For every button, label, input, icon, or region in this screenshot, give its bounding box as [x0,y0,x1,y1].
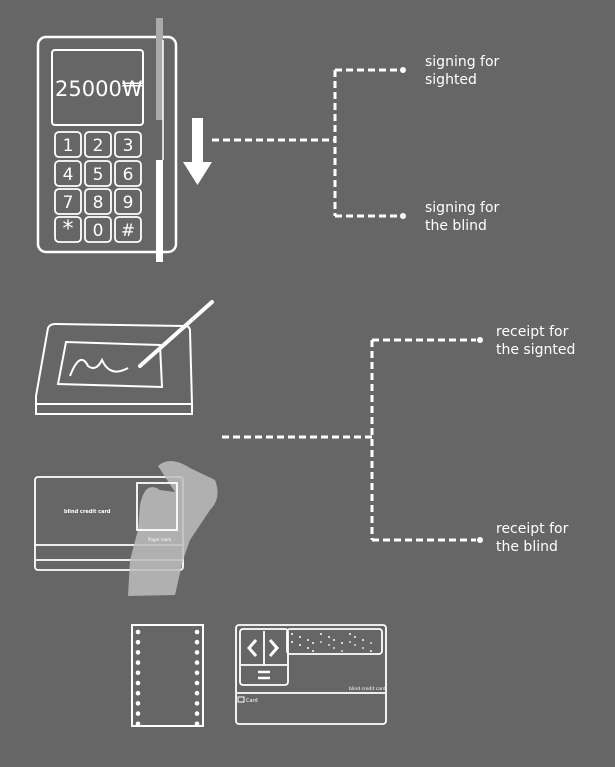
key-button [114,188,142,215]
left-chevron-icon [247,639,258,657]
key-button [54,216,82,243]
braille-receipt [131,624,204,727]
key-button [114,160,142,187]
braille-dot [194,711,200,716]
card-slot-top [156,18,163,120]
stylus [138,300,214,368]
key-label: # [121,221,135,241]
braille-dot [291,633,293,635]
braille-dot [307,647,309,649]
braille-dot [312,650,314,652]
signature-pad [35,322,194,415]
card-title: blind credit card [64,509,111,515]
key-label: 5 [93,165,104,185]
braille-dot [194,701,200,706]
key-button [54,188,82,215]
braille-dot [135,670,141,676]
braille-dot [194,639,200,645]
key-label: 2 [93,136,104,156]
braille-dot [333,647,335,649]
braille-dot [135,650,141,655]
braille-dot [194,690,200,696]
braille-dot [194,629,200,635]
key-label: 8 [93,193,104,213]
braille-dot [299,636,301,638]
braille-dot [135,639,141,645]
braille-dot [194,670,200,676]
braille-dot [194,680,200,686]
braille-dot [135,701,141,706]
braille-dot [349,641,351,643]
braille-dot [320,641,322,643]
finger-mark-label: finger mark [148,537,172,542]
key-label: 9 [123,193,134,213]
braille-dot [320,633,322,635]
braille-dot [194,650,200,655]
key-label: * [63,217,74,242]
braille-dot [307,639,309,641]
braille-dot [328,644,330,646]
braille-dot [370,642,372,644]
braille-dot [135,721,141,727]
braille-dot [362,639,364,641]
card-slot-bottom [156,160,163,262]
braille-dot [328,636,330,638]
braille-dot [349,633,351,635]
braille-dot [341,642,343,644]
key-button [54,160,82,187]
braille-dot [135,629,141,635]
key-button [54,131,82,158]
braille-dot [299,644,301,646]
braille-dot [135,690,141,696]
braille-dot [312,642,314,644]
key-button [114,216,142,243]
payment-terminal [36,35,178,254]
braille-dot [354,644,356,646]
receipt-connector [222,338,476,542]
braille-dot [135,711,141,716]
right-chevron-icon [268,639,279,657]
key-label: 6 [123,165,134,185]
hand [128,460,218,596]
braille-dot [341,650,343,652]
key-button [84,131,112,158]
braille-card [235,624,387,725]
key-label: 1 [63,136,74,156]
braille-dot [333,639,335,641]
key-button [84,216,112,243]
braille-dot [370,650,372,652]
signing-connector [212,68,398,218]
key-button [84,188,112,215]
braille-dot [194,721,200,727]
braille-dot [354,636,356,638]
braille-dot [194,660,200,665]
braille-dot [135,680,141,686]
braille-card-brand: blind credit card [349,686,386,692]
card-slot-label: Card [246,698,258,704]
braille-dot [135,660,141,665]
key-label: 7 [63,193,74,213]
braille-dot [362,647,364,649]
key-button [114,131,142,158]
braille-dot [291,641,293,643]
key-button [84,160,112,187]
terminal-amount: 25000₩ [55,77,143,101]
key-label: 3 [123,136,134,156]
down-arrow-icon [183,118,212,185]
key-label: 4 [63,165,74,185]
key-label: 0 [93,221,104,241]
